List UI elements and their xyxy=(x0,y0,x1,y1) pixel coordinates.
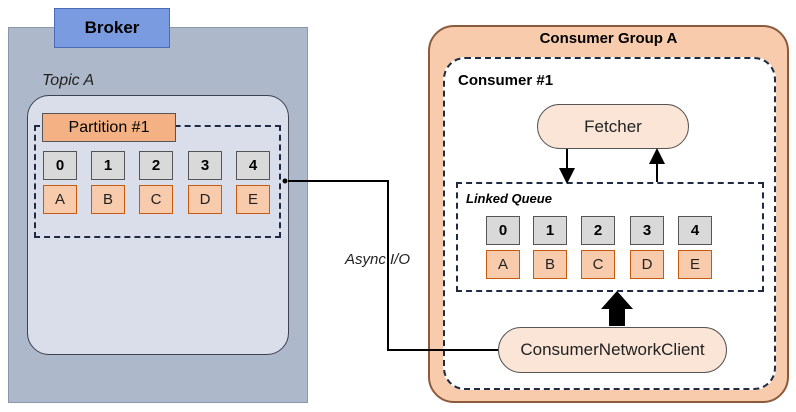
queue-cell-index-3: 3 xyxy=(630,216,664,245)
queue-cell-index-4: 4 xyxy=(678,216,712,245)
linked-queue-boundary xyxy=(456,182,764,292)
queue-cell-value-2: C xyxy=(581,250,615,279)
broker-cell-index-3: 3 xyxy=(188,151,222,180)
broker-cell-value-0: A xyxy=(43,185,77,214)
queue-cell-index-1: 1 xyxy=(533,216,567,245)
async-io-connector xyxy=(288,180,498,351)
fetcher-node: Fetcher xyxy=(537,104,689,149)
async-io-endpoint xyxy=(282,178,288,184)
broker-cell-value-1: B xyxy=(91,185,125,214)
partition-label: Partition #1 xyxy=(42,113,176,142)
broker-cell-value-4: E xyxy=(236,185,270,214)
broker-cell-index-0: 0 xyxy=(43,151,77,180)
queue-cell-index-2: 2 xyxy=(581,216,615,245)
broker-cell-value-2: C xyxy=(139,185,173,214)
queue-cell-value-4: E xyxy=(678,250,712,279)
broker-cell-index-1: 1 xyxy=(91,151,125,180)
consumer-group-title: Consumer Group A xyxy=(539,30,678,47)
async-io-label: Async I/O xyxy=(345,251,411,268)
consumer-network-client-node: ConsumerNetworkClient xyxy=(498,327,727,373)
queue-cell-value-0: A xyxy=(486,250,520,279)
topic-label: Topic A xyxy=(42,72,95,89)
linked-queue-label: Linked Queue xyxy=(466,191,552,206)
queue-cell-value-3: D xyxy=(630,250,664,279)
network-client-to-queue-arrow xyxy=(601,291,633,326)
queue-cell-value-1: B xyxy=(533,250,567,279)
broker-cell-value-3: D xyxy=(188,185,222,214)
consumer-title: Consumer #1 xyxy=(458,72,554,89)
broker-cell-index-4: 4 xyxy=(236,151,270,180)
queue-cell-index-0: 0 xyxy=(486,216,520,245)
broker-title: Broker xyxy=(54,8,170,48)
broker-cell-index-2: 2 xyxy=(139,151,173,180)
